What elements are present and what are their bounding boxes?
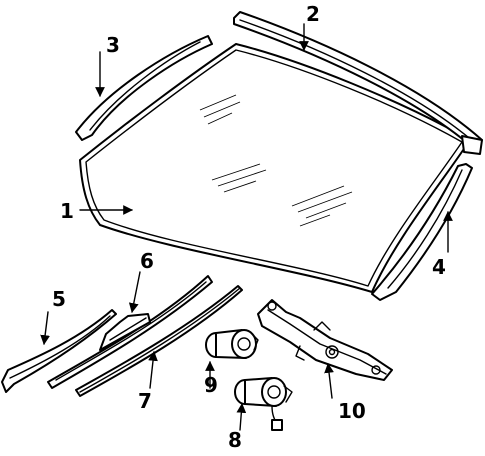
wiper-arm [1, 309, 117, 393]
callout-2: 2 [306, 2, 320, 26]
callout-3: 3 [106, 33, 120, 57]
callout-5: 5 [52, 287, 66, 311]
callout-1: 1 [60, 199, 74, 223]
right-molding [371, 163, 473, 301]
wiper-linkage [257, 299, 393, 381]
callout-6: 6 [140, 249, 154, 273]
wiper-motor [205, 329, 259, 359]
glass-reflection-lines [199, 94, 353, 227]
callout-10: 10 [338, 399, 366, 423]
washer-pump [234, 377, 293, 431]
callout-8: 8 [228, 428, 242, 452]
leader-lines [40, 23, 453, 431]
callout-4: 4 [432, 255, 446, 279]
callout-9: 9 [204, 373, 218, 397]
top-molding [233, 11, 483, 155]
left-molding [75, 35, 213, 141]
callout-7: 7 [138, 389, 152, 413]
wiper-blade [47, 275, 213, 389]
blade-refill [75, 285, 243, 397]
windshield-glass [79, 43, 471, 293]
